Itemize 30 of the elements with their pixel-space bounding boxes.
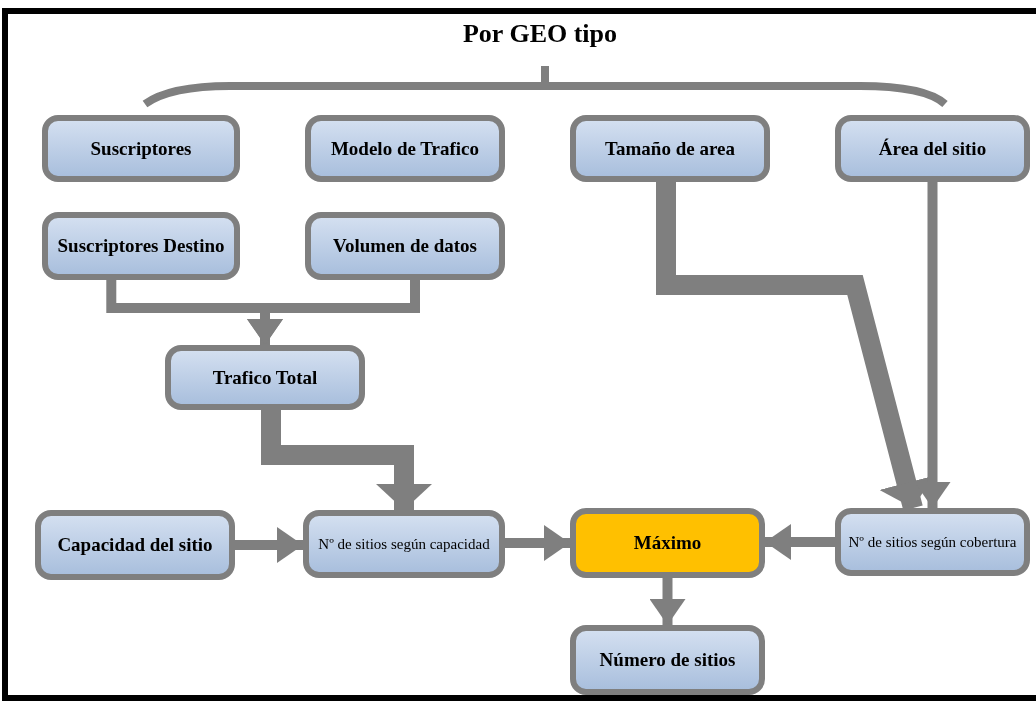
process-box xyxy=(42,212,240,280)
node-label: Área del sitio xyxy=(878,136,987,161)
process-box xyxy=(835,508,1030,576)
node-label: Nº de sitios según capacidad xyxy=(318,534,490,554)
node-label: Nº de sitios según cobertura xyxy=(848,532,1017,552)
node-label: Trafico Total xyxy=(212,365,318,390)
arrow xyxy=(505,525,570,561)
node-label: Capacidad del sitio xyxy=(57,533,213,557)
arrow xyxy=(261,410,432,510)
arrow xyxy=(649,578,686,625)
process-box xyxy=(42,115,240,182)
process-box xyxy=(35,510,235,580)
process-box xyxy=(570,508,765,578)
node-label: Volumen de datos xyxy=(333,234,477,258)
process-box xyxy=(835,115,1030,182)
node-label: Modelo de Trafico xyxy=(330,136,480,161)
process-box xyxy=(305,212,505,280)
process-box xyxy=(165,345,365,410)
arrow xyxy=(765,524,835,560)
process-box xyxy=(305,115,505,182)
node-label: Número de sitios xyxy=(599,648,736,672)
process-box xyxy=(570,625,765,695)
node-label: Máximo xyxy=(633,531,702,555)
node-label: Tamaño de area xyxy=(605,136,735,161)
process-box xyxy=(303,510,505,578)
title: Por GEO tipo xyxy=(461,18,619,50)
arrow xyxy=(235,527,303,563)
node-label: Suscriptores xyxy=(90,136,192,161)
node-label: Suscriptores Destino xyxy=(57,234,225,258)
process-box xyxy=(570,115,770,182)
